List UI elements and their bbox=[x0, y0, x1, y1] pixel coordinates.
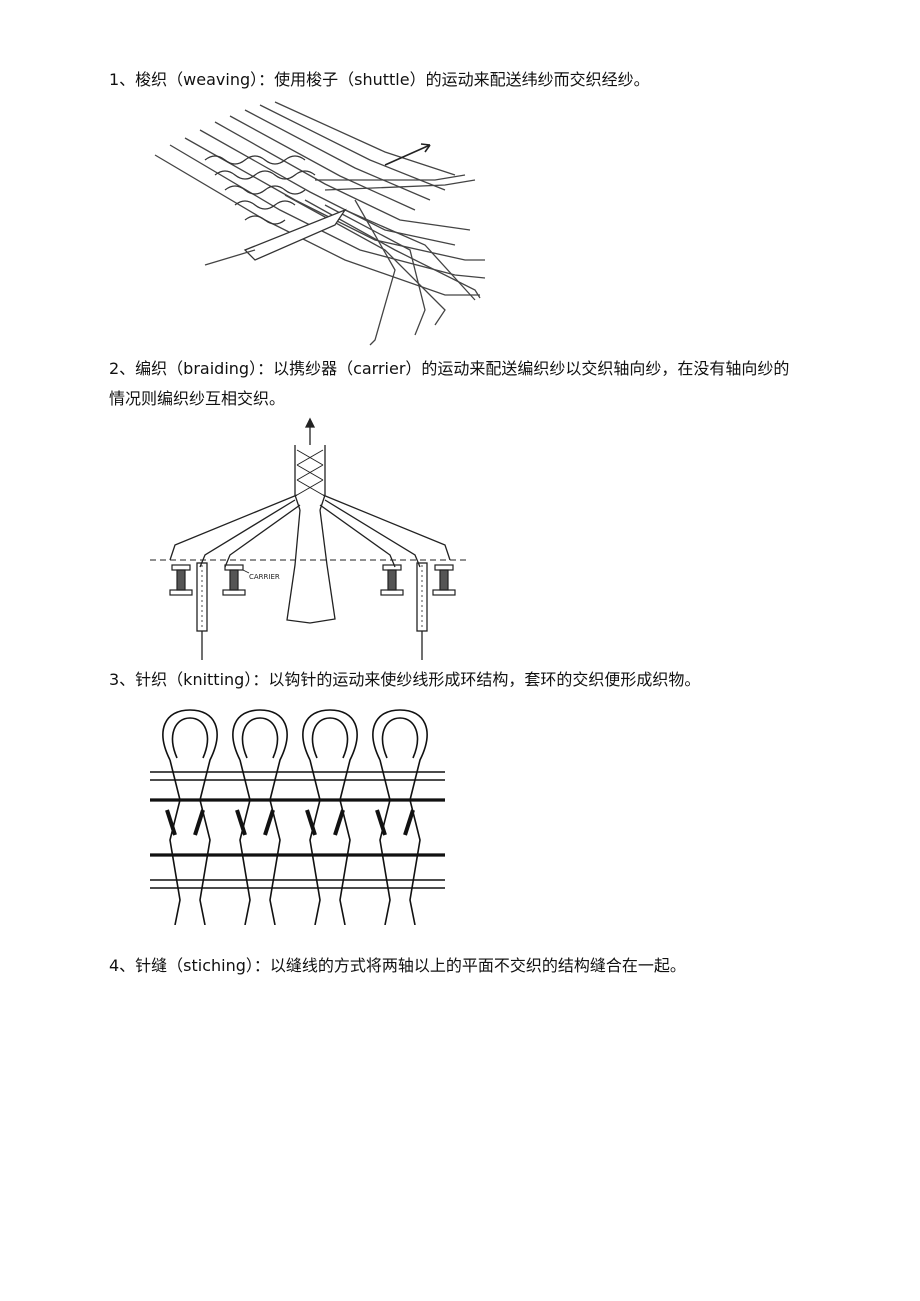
knitting-illustration bbox=[145, 700, 450, 925]
bold-loop-segments bbox=[165, 809, 415, 836]
warp-yarns bbox=[154, 101, 486, 296]
bold-course-lines bbox=[150, 798, 445, 857]
carrier-spool-icon bbox=[432, 564, 456, 596]
section-2-text-line-2: 情况则编织纱互相交织。 bbox=[109, 389, 286, 408]
section-4-text: 4、针缝（stiching）：以缝线的方式将两轴以上的平面不交织的结构缝合在一起… bbox=[109, 956, 686, 975]
shuttle-shape bbox=[243, 208, 347, 261]
carrier-label: CARRIER bbox=[249, 573, 280, 581]
weft-yarns bbox=[284, 174, 481, 346]
interlace-loops bbox=[204, 155, 316, 225]
weaving-illustration bbox=[145, 100, 495, 350]
braiding-illustration: CARRIER bbox=[145, 415, 475, 665]
section-1-text: 1、梭织（weaving）：使用梭子（shuttle）的运动来配送纬纱而交织经纱… bbox=[109, 70, 650, 89]
up-arrow-icon bbox=[304, 417, 316, 428]
carrier-spool-icon bbox=[380, 564, 404, 596]
course-lines bbox=[150, 771, 445, 889]
direction-arrow-icon bbox=[384, 143, 431, 166]
carrier-spool-icon bbox=[169, 564, 193, 596]
section-2-text-line-1: 2、编织（braiding）：以携纱器（carrier）的运动来配送编织纱以交织… bbox=[109, 359, 790, 378]
section-3-text: 3、针织（knitting）：以钩针的运动来使纱线形成环结构，套环的交织便形成织… bbox=[109, 670, 701, 689]
carrier-spool-icon bbox=[222, 564, 246, 596]
